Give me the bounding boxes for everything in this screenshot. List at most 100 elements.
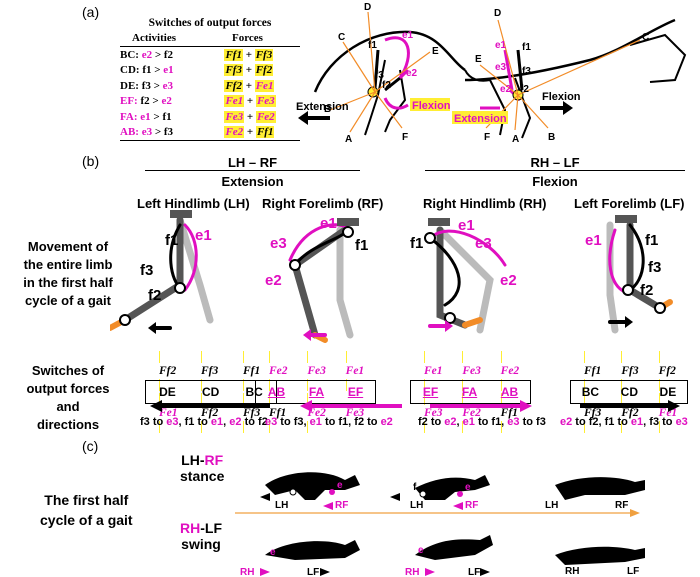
row-label-movement-4: cycle of a gait xyxy=(25,293,111,308)
switch-caption: e2 to f2, f1 to e1, f3 to e3 xyxy=(560,416,688,428)
tag-rh-3: RH xyxy=(565,566,579,577)
arrow-flexion-right-head xyxy=(563,101,573,115)
limb-title-lh: Left Hindlimb (LH) xyxy=(137,196,250,211)
limb-diagrams: f1 e1 f3 f2 e1 e3 f1 e2 f1 e1 e3 e2 e1 f… xyxy=(110,210,673,343)
rf-e1: e1 xyxy=(320,215,337,232)
flexion-curve-arrow xyxy=(383,97,409,110)
group-right-title: RH – LF xyxy=(530,155,580,170)
pt-D-right: D xyxy=(494,8,501,19)
pt-A-right: A xyxy=(512,134,519,145)
rh-f1: f1 xyxy=(410,235,423,252)
row-label-switches-3: and xyxy=(56,399,80,414)
panel-c-label: (c) xyxy=(82,438,99,454)
extension-hl xyxy=(452,111,508,124)
row2-title: RH-LF xyxy=(180,520,223,536)
pt-C-right: C xyxy=(642,32,649,43)
label-extension-left: Extension xyxy=(296,101,349,113)
pt-F-right: F xyxy=(484,132,490,143)
lf-f3: f3 xyxy=(648,259,661,276)
timeline-head xyxy=(630,509,640,517)
label-flexion-left: Flexion xyxy=(412,100,451,112)
panel-a-label: (a) xyxy=(82,4,100,20)
switch-caption: f3 to e3, f1 to e1, e2 to f2 xyxy=(140,416,268,428)
gait-cats: f e LH RF f e LH RF LH RF e f RH LF e f … xyxy=(235,472,645,577)
joint-left xyxy=(367,86,379,98)
arrow-c-lh2 xyxy=(390,493,400,501)
limb-title-rh: Right Hindlimb (RH) xyxy=(423,196,547,211)
limb-rh xyxy=(424,218,507,334)
joint-f-2 xyxy=(419,490,427,498)
switch-caption: e3 to f3, e1 to f1, f2 to e2 xyxy=(265,416,393,428)
tag-rh-2: RH xyxy=(405,567,419,577)
rh-e2: e2 xyxy=(500,272,517,289)
lf-f1: f1 xyxy=(645,232,658,249)
tag-rf-3: RF xyxy=(615,500,628,511)
arrow-lf-head xyxy=(668,400,680,412)
force-switch-table: Switches of output forces Activities For… xyxy=(120,15,300,141)
arrow-c-lf1 xyxy=(320,568,330,576)
tag-rf-1: RF xyxy=(335,500,348,511)
tag-e-4: e xyxy=(418,545,424,556)
lf-f2: f2 xyxy=(640,282,653,299)
pt-F-left: F xyxy=(402,132,408,143)
row-label-switches: Switches of output forces and directions xyxy=(4,362,132,434)
row-label-movement: Movement of the entire limb in the first… xyxy=(4,238,132,310)
pt-C-left: C xyxy=(338,32,345,43)
pt-B-right: B xyxy=(548,132,555,143)
m-f1-right: f1 xyxy=(522,42,531,53)
muscle-e1-right xyxy=(503,49,514,91)
muscle-e2-left xyxy=(398,68,410,80)
limb-title-lf: Left Forelimb (LF) xyxy=(574,196,685,211)
row-label-switches-4: directions xyxy=(36,417,100,432)
m-f2-right: f2 xyxy=(520,84,529,95)
row1-label: LH-RF stance xyxy=(180,452,224,484)
group-right-sub: Flexion xyxy=(532,174,578,189)
arrow-c-rf1 xyxy=(323,502,333,510)
panel-a-cat-diagram: Extension Flexion Extension Flexion C D … xyxy=(296,2,687,145)
cats-row1 xyxy=(265,472,645,500)
row-label-movement-1: Movement of xyxy=(27,239,109,254)
limb-lh xyxy=(110,210,214,334)
rh-e3: e3 xyxy=(475,235,492,252)
pt-E-right: E xyxy=(475,54,482,65)
table-title: Switches of output forces xyxy=(148,16,272,29)
pt-E-left: E xyxy=(432,46,439,57)
rf-e3: e3 xyxy=(270,235,287,252)
pt-B-left: B xyxy=(324,104,331,115)
pt-A-left: A xyxy=(345,134,352,145)
arrow-c-lh1 xyxy=(260,493,270,501)
m-e1-right: e1 xyxy=(495,40,507,51)
tag-lf-3: LF xyxy=(627,566,639,577)
arrow-c-rh1 xyxy=(260,568,270,576)
joint-f-1 xyxy=(289,488,297,496)
tag-f-3: f xyxy=(320,547,324,558)
forelimb-outline xyxy=(489,79,507,136)
tag-f-4: f xyxy=(470,545,474,556)
direction-arrows xyxy=(150,400,680,412)
tag-lf-1: LF xyxy=(307,567,319,577)
tag-f-1: f xyxy=(285,482,289,493)
row-label-switches-2: output forces xyxy=(26,381,110,396)
m-e1-left: e1 xyxy=(402,30,414,41)
limb-lf xyxy=(606,215,673,334)
tag-e-2: e xyxy=(465,482,471,493)
tag-rh-1: RH xyxy=(240,567,254,577)
arrow-c-rf2 xyxy=(453,502,463,510)
col-forces: Forces xyxy=(232,32,263,45)
lh-f2: f2 xyxy=(148,287,161,304)
m-f2-left: f2 xyxy=(382,80,391,91)
tag-rf-2: RF xyxy=(465,500,478,511)
tag-lf-2: LF xyxy=(468,567,480,577)
group-right-header: RH – LF xyxy=(425,155,685,171)
left-label-c-2: cycle of a gait xyxy=(40,512,133,528)
pt-D-left: D xyxy=(364,2,371,13)
arrow-extension-left-head xyxy=(298,111,308,125)
muscle-f1-right xyxy=(516,49,524,91)
